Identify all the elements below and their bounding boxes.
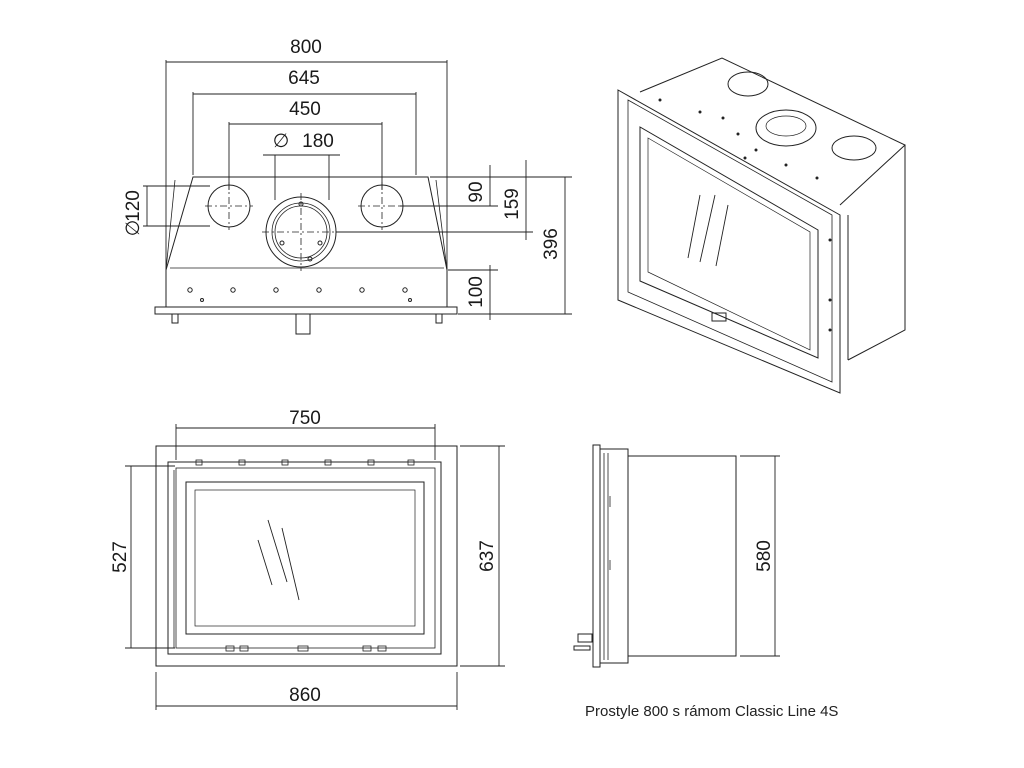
iso-frame: [617, 89, 841, 394]
dim-100: 100: [466, 276, 487, 308]
front-dimension-lines: [125, 424, 505, 710]
top-view-base-plate: [154, 306, 458, 315]
dim-750: 750: [289, 408, 321, 429]
side-body: [627, 455, 737, 657]
dim-180: 180: [302, 131, 334, 152]
top-view-screws: [187, 287, 412, 302]
isometric-view: [617, 57, 906, 394]
top-dimension-lines: [143, 60, 572, 320]
dim-800: 800: [290, 37, 322, 58]
diameter-symbol: ∅: [273, 131, 290, 152]
dim-90: 90: [466, 181, 487, 202]
dim-860: 860: [289, 685, 321, 706]
iso-body-top: [639, 57, 906, 206]
right-flue-opening: [360, 184, 404, 228]
dim-645: 645: [288, 68, 320, 89]
dim-527: 527: [110, 541, 131, 573]
dim-637: 637: [477, 540, 498, 572]
dim-396: 396: [541, 228, 562, 260]
product-caption: Prostyle 800 s rámom Classic Line 4S: [585, 703, 839, 720]
front-glass: [185, 481, 425, 635]
diameter-symbol-side: ∅: [123, 220, 144, 237]
front-view: [125, 424, 505, 710]
side-view: [573, 444, 780, 668]
iso-central-flue: [755, 109, 817, 147]
front-outer-frame: [155, 445, 458, 667]
side-dimension-lines: [740, 455, 780, 657]
iso-glass: [639, 126, 819, 359]
dim-450: 450: [289, 99, 321, 120]
dim-580: 580: [754, 540, 775, 572]
dim-159: 159: [502, 188, 523, 220]
left-flue-opening: [207, 184, 251, 228]
dim-120: 120: [123, 190, 144, 222]
top-view: [143, 60, 572, 335]
front-inner-frame: [167, 461, 442, 655]
